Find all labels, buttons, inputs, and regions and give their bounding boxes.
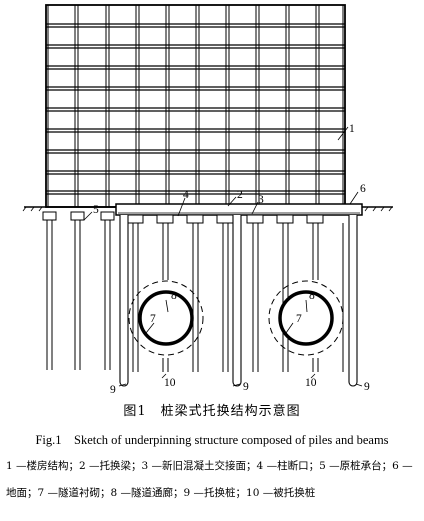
label-tunnel-passage-left: 8 xyxy=(171,290,177,302)
column-breaks xyxy=(126,214,324,224)
figure-legend: 1 —楼房结构；2 —托换梁；3 —新旧混凝土交接面；4 —柱断口；5 —原桩承… xyxy=(6,460,413,499)
pile-beam-underpinning-diagram: 1 6 2 3 4 5 8 7 8 7 9 9 9 10 10 xyxy=(22,4,393,395)
label-transfer-beam: 2 xyxy=(237,189,243,201)
label-column-break: 4 xyxy=(183,189,189,201)
label-building-structure: 1 xyxy=(349,123,355,135)
label-tunnel-passage-right: 8 xyxy=(309,290,315,302)
transfer-beam xyxy=(115,203,363,216)
tunnel-right xyxy=(268,280,344,356)
underpinning-piles xyxy=(119,215,358,387)
tunnel-left xyxy=(128,280,204,356)
leader-lines xyxy=(83,126,363,387)
label-underpinning-pile-3: 9 xyxy=(364,381,370,393)
label-tunnel-lining-right: 7 xyxy=(296,313,302,325)
label-original-pile-cap: 5 xyxy=(93,204,99,216)
label-underpinned-pile-1: 10 xyxy=(164,377,176,389)
figure-caption-chinese: 图1 桩梁式托换结构示意图 xyxy=(123,404,301,419)
label-concrete-interface: 3 xyxy=(258,194,264,206)
original-pile-caps xyxy=(42,211,115,221)
figure-caption-english: Fig.1 Sketch of underpinning structure c… xyxy=(35,433,389,447)
ground-surface xyxy=(22,206,393,212)
label-underpinning-pile-1: 9 xyxy=(110,384,116,395)
label-underpinning-pile-2: 9 xyxy=(243,381,249,393)
callout-labels: 1 6 2 3 4 5 8 7 8 7 9 9 9 10 10 xyxy=(93,123,370,395)
building-structure xyxy=(45,4,346,208)
label-tunnel-lining-left: 7 xyxy=(150,313,156,325)
label-underpinned-pile-2: 10 xyxy=(305,377,317,389)
label-ground: 6 xyxy=(360,183,366,195)
